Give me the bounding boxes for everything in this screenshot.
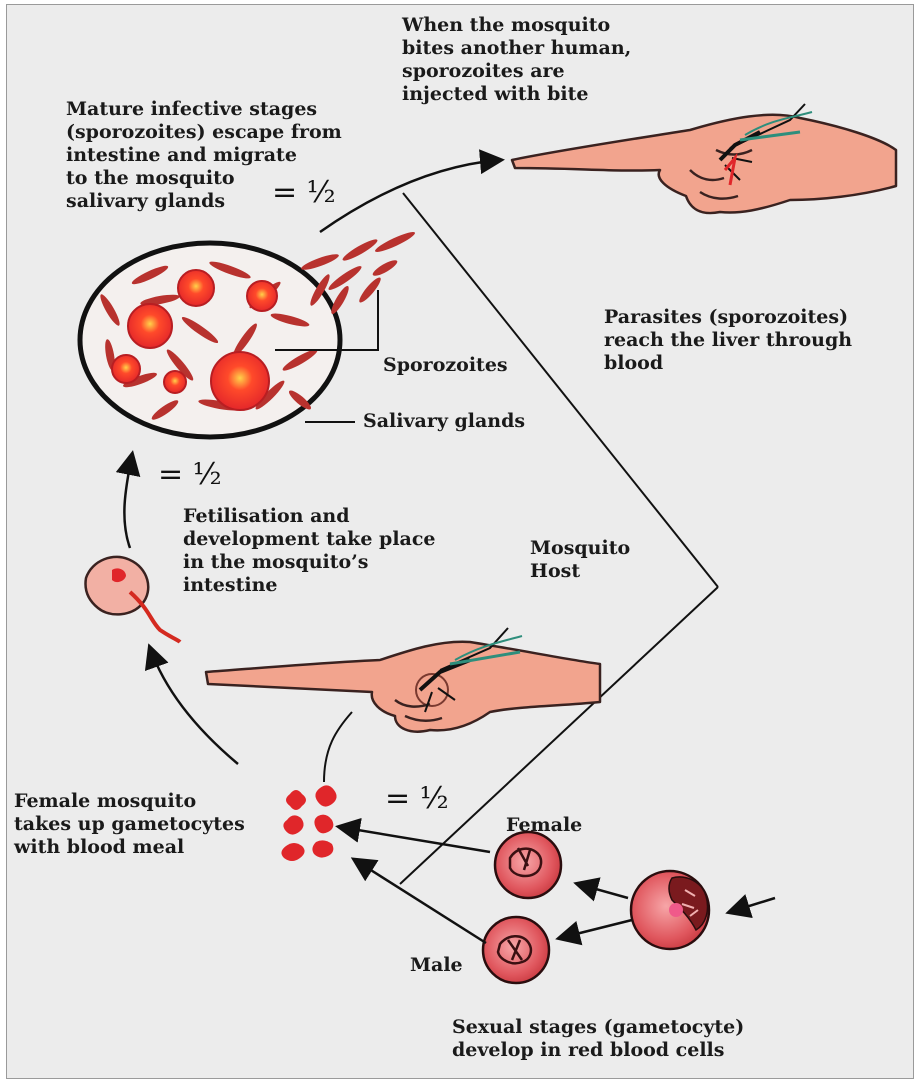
label-salivary-glands: Salivary glands — [363, 410, 525, 433]
label-sexual-stages: Sexual stages (gametocyte) develop in re… — [452, 1016, 744, 1062]
half-annotation-top: = ½ — [272, 178, 336, 208]
label-sporozoites: Sporozoites — [383, 354, 508, 377]
female-gametocyte-cell — [495, 832, 561, 898]
male-gametocyte-cell — [483, 917, 549, 983]
salivary-gland — [80, 229, 417, 437]
label-fertilisation: Fetilisation and development take place … — [183, 505, 436, 597]
blood-meal-line — [324, 712, 352, 782]
label-mosquito-bites: When the mosquito bites another human, s… — [402, 14, 631, 106]
gametocyte-blobs — [281, 785, 336, 861]
infected-red-blood-cell — [631, 871, 709, 949]
label-parasites-liver: Parasites (sporozoites) reach the liver … — [604, 306, 852, 375]
label-mosquito-host: Mosquito Host — [530, 537, 630, 583]
ookinete — [86, 557, 181, 642]
label-female: Female — [506, 814, 582, 837]
half-annotation-bottom: = ½ — [385, 784, 449, 814]
label-male: Male — [410, 954, 463, 977]
upper-hand — [512, 115, 896, 213]
label-female-mosquito: Female mosquito takes up gametocytes wit… — [14, 790, 245, 859]
lower-hand — [206, 642, 600, 732]
half-annotation-middle: = ½ — [158, 460, 222, 490]
